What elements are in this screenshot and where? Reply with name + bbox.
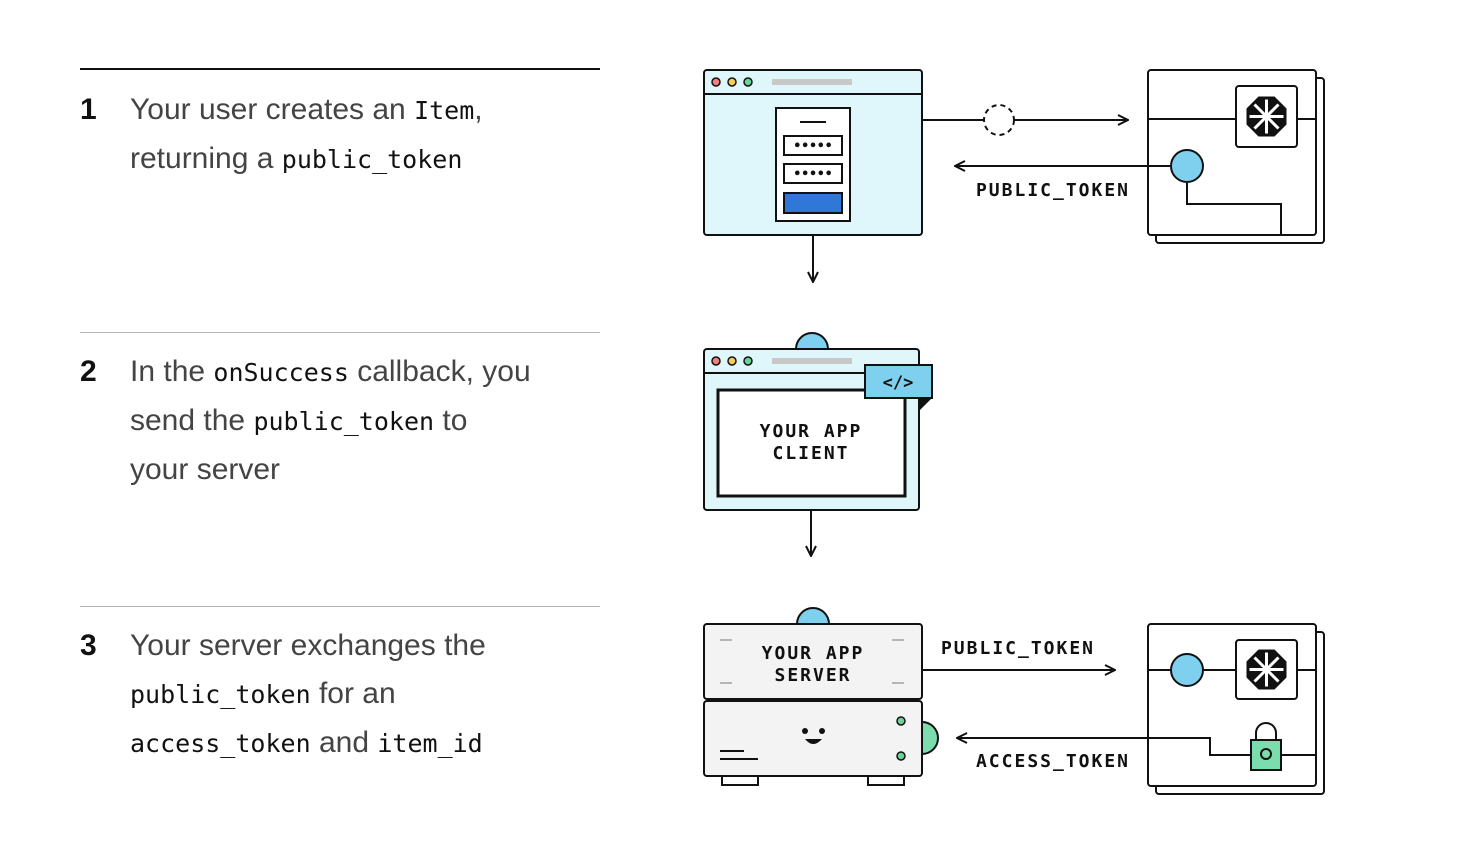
plaid-logo-mark [1246,96,1287,137]
password-mask: ••••• [793,167,832,182]
public-token-label: PUBLIC_TOKEN [976,180,1130,201]
step-2-divider [80,332,600,333]
pending-token-icon [983,104,1015,136]
step-number: 1 [80,93,97,126]
status-light [896,751,906,761]
inline-code: Item [414,96,475,125]
step-text-run: Your user creates an [130,93,415,126]
plaid-panel-3 [1147,623,1325,795]
window-close-dot [711,356,721,366]
window-maximize-dot [743,356,753,366]
step-line: In the onSuccess callback, you [130,348,590,397]
step-line: send the public_token to [130,397,590,446]
plaid-logo-mark [1246,649,1287,690]
step-number: 2 [80,355,97,388]
inline-code: onSuccess [213,358,349,387]
app-client-window: YOUR APP CLIENT </> [703,332,933,511]
inline-code: public_token [130,680,311,709]
code-icon-label: </> [883,373,914,393]
window-minimize-dot [727,356,737,366]
address-bar [772,358,852,364]
inline-code: public_token [281,145,463,174]
smiley-face-icon [802,728,825,744]
window-maximize-dot [743,77,753,87]
token-icon [794,332,830,350]
window-close-dot [711,77,721,87]
server-foot [867,775,905,786]
username-mask: ••••• [793,139,832,154]
app-server: YOUR APP SERVER [703,607,939,786]
access-token-label: ACCESS_TOKEN [976,751,1130,772]
public-token-label: PUBLIC_TOKEN [941,638,1095,659]
plaid-panel-1 [1147,69,1325,244]
login-form: ••••• ••••• [775,107,851,222]
app-server-label: YOUR APP [762,643,865,664]
access-token-icon [921,720,939,756]
address-bar [772,79,852,85]
step-line: access_token and item_id [130,719,590,768]
step-text-run: In the [130,355,214,388]
step-text-run: returning a [130,142,282,175]
step-1-divider [80,68,600,70]
step-text-run: send the [130,404,254,437]
step-line: public_token for an [130,670,590,719]
step-3-divider [80,606,600,607]
step-text-run: and [310,726,378,759]
server-foot [721,775,759,786]
step-text-run: callback, you [348,355,531,388]
token-icon [1170,653,1204,687]
step-line: Your user creates an Item, [130,86,590,135]
inline-code: access_token [130,729,311,758]
app-client-label: CLIENT [772,443,849,464]
server-top-unit [703,623,923,700]
token-icon [1170,149,1204,183]
link-browser-window: ••••• ••••• [703,69,923,236]
step-line: your server [130,446,590,494]
step-text-run: your server [130,453,281,486]
code-icon [864,364,933,399]
password-field [783,163,843,184]
submit-button [783,192,843,214]
token-icon [795,607,831,625]
window-minimize-dot [727,77,737,87]
step-description: Your user creates an Item,returning a pu… [130,86,590,184]
create-item-arrow [922,104,1128,136]
step-text-run: for an [310,677,396,710]
code-tag-fold [918,398,932,412]
server-bottom-unit [703,700,923,777]
step-text-run: to [434,404,468,437]
step-line: Your server exchanges the [130,622,590,670]
lock-icon [1250,722,1282,771]
step-description: Your server exchanges the public_token fo… [130,622,590,768]
step-text-run: , [474,93,483,126]
step-number: 3 [80,629,97,662]
inline-code: item_id [377,729,483,758]
status-light [896,716,906,726]
app-server-label: SERVER [774,665,851,686]
step-line: returning a public_token [130,135,590,184]
username-field [783,135,843,156]
inline-code: public_token [253,407,435,436]
app-client-label: YOUR APP [760,421,863,442]
step-text-run: Your server exchanges the [130,629,486,662]
